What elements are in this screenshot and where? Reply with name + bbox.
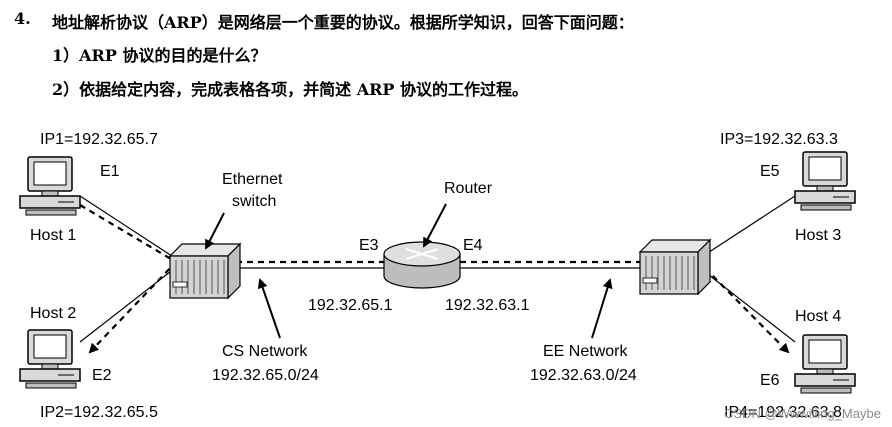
router-icon: [383, 241, 461, 289]
host-2-mac: E2: [92, 367, 112, 384]
router-label: Router: [444, 180, 493, 197]
router-left-ip: 192.32.65.1: [308, 297, 393, 314]
router-right-ip: 192.32.63.1: [445, 297, 530, 314]
cs-ethernet-switch-icon: [169, 243, 241, 299]
host-4-ip: IP4=192.32.63.8: [724, 404, 842, 421]
router-right-mac: E4: [463, 237, 483, 254]
ee-ethernet-switch-icon: [639, 239, 711, 295]
host-4-mac: E6: [760, 372, 780, 389]
label-arrows: [205, 203, 613, 339]
question-text: 地址解析协议（ARP）是网络层一个重要的协议。根据所学知识，回答下面问题：: [52, 13, 634, 32]
host-2-name: Host 2: [30, 305, 76, 322]
host-4-computer-icon: [794, 334, 856, 394]
host-3-name: Host 3: [795, 227, 841, 244]
host-2-computer-icon: [19, 329, 81, 389]
host-2-ip: IP2=192.32.65.5: [40, 404, 158, 421]
sub-question-2: 2）依据给定内容，完成表格各项，并简述 ARP 协议的工作过程。: [52, 80, 529, 99]
ee-network-name: EE Network: [543, 343, 628, 360]
host-1-ip: IP1=192.32.65.7: [40, 131, 158, 148]
ee-network-address: 192.32.63.0/24: [530, 367, 637, 384]
host-4-name: Host 4: [795, 308, 841, 325]
switch-label-line-1: Ethernet: [222, 171, 283, 188]
question-number: 4.: [14, 9, 31, 28]
switch-label-line-2: switch: [232, 193, 276, 210]
host-3-mac: E5: [760, 163, 780, 180]
host-1-name: Host 1: [30, 227, 76, 244]
router-left-mac: E3: [359, 237, 379, 254]
watermark: CSDN @Wwwilling_Maybe: [724, 406, 881, 421]
host-1-mac: E1: [100, 163, 120, 180]
host-3-ip: IP3=192.32.63.3: [720, 131, 838, 148]
host-3-computer-icon: [794, 151, 856, 211]
cs-network-name: CS Network: [222, 343, 308, 360]
cs-network-address: 192.32.65.0/24: [212, 367, 319, 384]
sub-question-1: 1）ARP 协议的目的是什么？: [52, 46, 267, 65]
host-1-computer-icon: [19, 156, 81, 216]
